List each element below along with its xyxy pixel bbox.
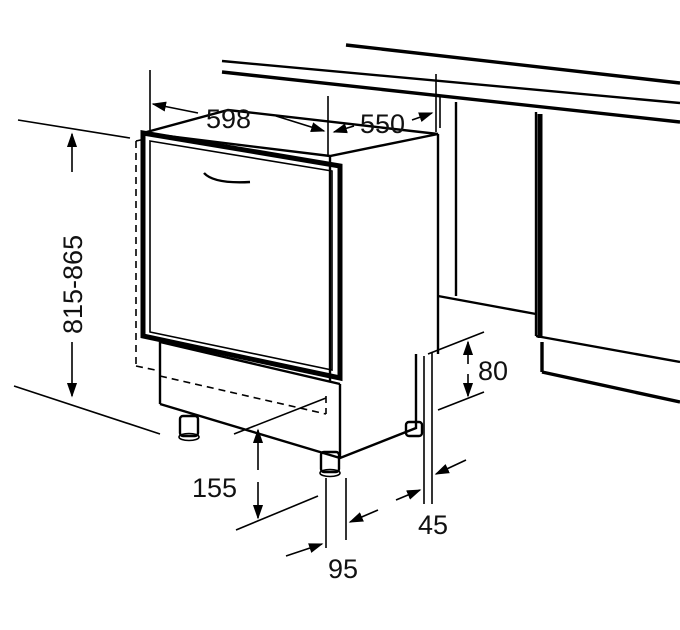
dim-height-label: 815-865 [58, 235, 88, 334]
dim-foot-depth: 155 [192, 397, 327, 531]
dim-depth: 550 [332, 74, 437, 139]
dim-plinth-label: 80 [478, 356, 508, 386]
adjacent-cabinet [437, 102, 680, 404]
dim-plinth-recess-label: 95 [328, 554, 358, 584]
worktop [221, 43, 680, 128]
dim-height: 815-865 [13, 119, 161, 435]
dim-foot-depth-label: 155 [192, 473, 237, 503]
dim-plinth: 80 [427, 331, 508, 411]
dim-rear-gap-label: 45 [418, 510, 448, 540]
dishwasher-door [140, 130, 343, 382]
dim-width: 598 [149, 70, 329, 156]
dim-rear-gap: 45 [395, 352, 467, 540]
dim-plinth-recess: 95 [285, 478, 379, 584]
dim-depth-label: 550 [360, 109, 405, 139]
dishwasher-body [142, 108, 440, 478]
dim-width-label: 598 [206, 104, 251, 134]
door-handle [203, 172, 251, 184]
decor-panel-outline [135, 138, 327, 415]
